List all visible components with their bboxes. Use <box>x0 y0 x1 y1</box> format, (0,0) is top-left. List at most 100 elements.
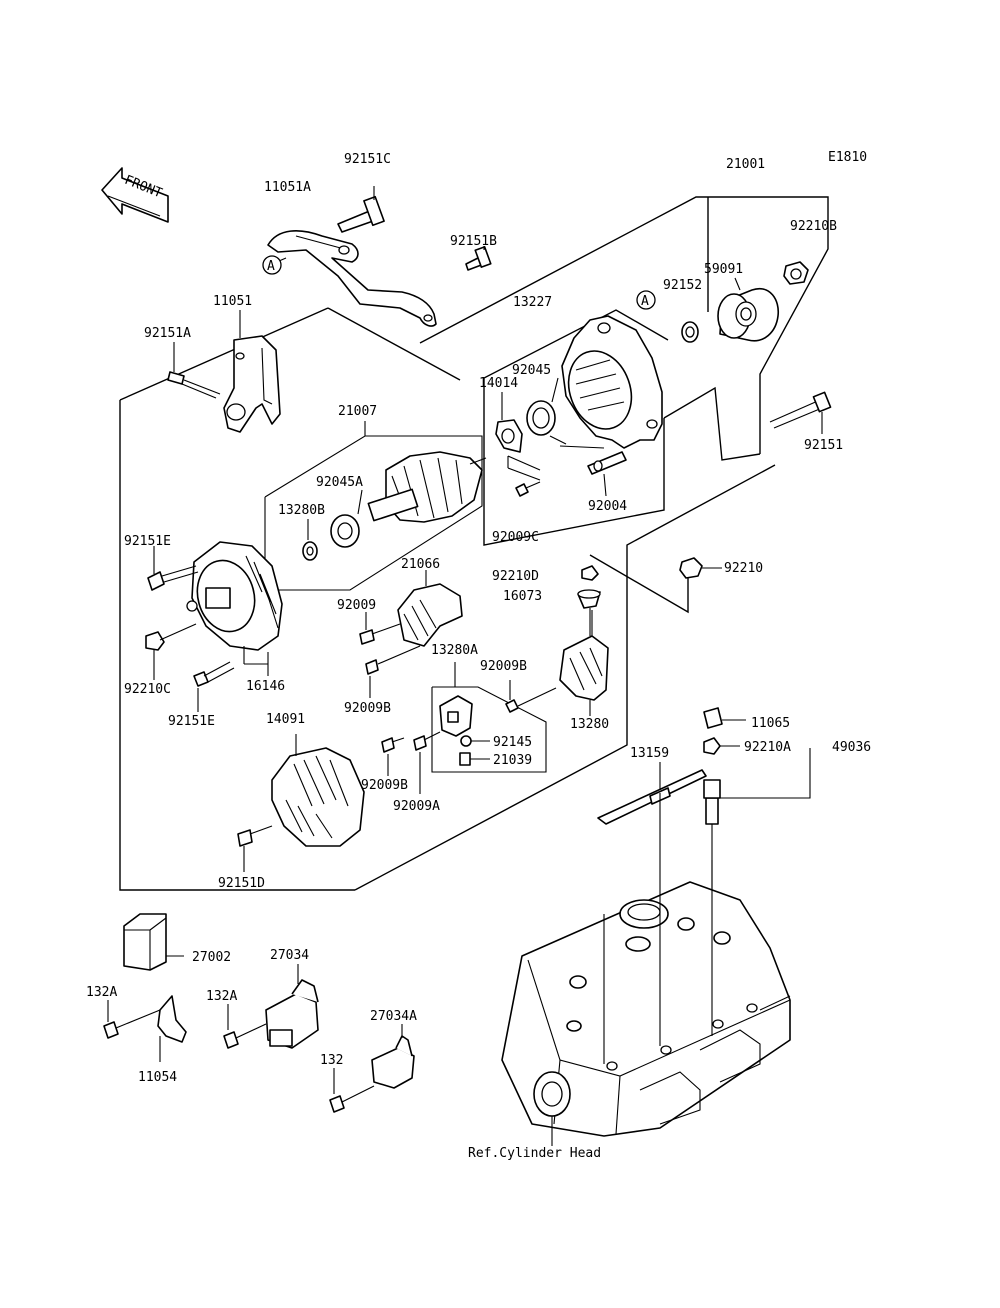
screw-92009A <box>413 731 441 794</box>
label-92151C: 92151C <box>344 152 391 167</box>
front-housing-13227: A <box>549 290 663 449</box>
bracket-11054 <box>157 995 187 1062</box>
bracket-11051 <box>223 310 281 433</box>
label-11051: 11051 <box>213 294 252 309</box>
relay-27034 <box>265 964 319 1049</box>
label-14091: 14091 <box>266 712 305 727</box>
label-27034: 27034 <box>270 948 309 963</box>
label-92210B: 92210B <box>790 219 837 234</box>
label-92151A: 92151A <box>144 326 191 341</box>
label-92210A: 92210A <box>744 740 791 755</box>
bearing-92045 <box>526 377 559 436</box>
relay-27002 <box>123 913 184 971</box>
rotor-21007 <box>367 451 487 523</box>
brush-holder-13280A <box>439 695 473 737</box>
label-92151: 92151 <box>804 438 843 453</box>
label-cylinder-head-ref: Ref.Cylinder Head <box>468 1146 601 1161</box>
label-92152: 92152 <box>663 278 702 293</box>
label-14014: 14014 <box>479 376 518 391</box>
assembly-21001-outline <box>119 196 829 891</box>
terminal-11065 <box>703 707 746 729</box>
bolt-92151B <box>465 246 492 271</box>
brush-holder-box <box>431 662 547 773</box>
cylinder-head-reference <box>501 793 791 1146</box>
label-13280: 13280 <box>570 717 609 732</box>
bolt-92151C <box>337 186 385 233</box>
label-92009: 92009 <box>337 598 376 613</box>
pulley-59091 <box>717 277 779 342</box>
screw-92009B-mid <box>365 645 421 698</box>
nut-92210 <box>679 557 722 579</box>
cover-14091 <box>271 734 365 847</box>
bolt-92151D <box>237 825 273 872</box>
bolt-132 <box>329 1068 375 1113</box>
label-92009B-right: 92009B <box>480 659 527 674</box>
retainer-14014 <box>495 392 541 481</box>
regulator-21066 <box>397 570 463 647</box>
label-92151D: 92151D <box>218 876 265 891</box>
label-92210D: 92210D <box>492 569 539 584</box>
bolt-92151 <box>769 391 832 434</box>
label-21039: 21039 <box>493 753 532 768</box>
label-132: 132 <box>320 1053 343 1068</box>
label-92009B-mid: 92009B <box>344 701 391 716</box>
label-92009B-low: 92009B <box>361 778 408 793</box>
label-16073: 16073 <box>503 589 542 604</box>
label-11051A: 11051A <box>264 180 311 195</box>
bearing-92045A <box>330 489 363 548</box>
nut-92210D <box>581 565 599 581</box>
label-13280A: 13280A <box>431 643 478 658</box>
label-49036: 49036 <box>832 740 871 755</box>
label-92151E-top: 92151E <box>124 534 171 549</box>
stud-92004 <box>587 451 627 497</box>
bolt-92151A <box>167 342 221 399</box>
label-92045: 92045 <box>512 363 551 378</box>
screw-92009B-right <box>505 680 519 713</box>
rear-housing-16146 <box>186 541 283 676</box>
label-92151B: 92151B <box>450 234 497 249</box>
connector-13159 <box>597 769 707 825</box>
nut-92210A <box>703 737 740 755</box>
screw-92009 <box>359 612 401 645</box>
label-27034A: 27034A <box>370 1009 417 1024</box>
label-21001: 21001 <box>726 157 765 172</box>
callout-a-left: A <box>267 259 275 274</box>
label-13159: 13159 <box>630 746 669 761</box>
cap-16073 <box>577 589 601 636</box>
part-labels: 92151C 11051A 21001 92151B 92210B 59091 … <box>86 152 871 1161</box>
label-92045A: 92045A <box>316 475 363 490</box>
bolt-92151E-bottom <box>193 661 235 712</box>
label-11065: 11065 <box>751 716 790 731</box>
nut-92210C <box>145 623 197 680</box>
label-132A-mid: 132A <box>206 989 237 1004</box>
brush-21039 <box>459 752 490 766</box>
spring-92145 <box>460 735 490 747</box>
collar-92152 <box>681 321 699 343</box>
label-92004: 92004 <box>588 499 627 514</box>
adjusting-bracket-11051A: A <box>262 230 437 327</box>
label-16146: 16146 <box>246 679 285 694</box>
label-92009A: 92009A <box>393 799 440 814</box>
label-59091: 59091 <box>704 262 743 277</box>
label-13280B: 13280B <box>278 503 325 518</box>
label-92009C: 92009C <box>492 530 539 545</box>
bolt-132A-left <box>103 1000 161 1039</box>
screw-92009C <box>515 481 541 497</box>
screw-92009B-low <box>381 737 405 776</box>
label-27002: 27002 <box>192 950 231 965</box>
label-92210C: 92210C <box>124 682 171 697</box>
rectifier-13280 <box>517 610 609 716</box>
label-21007: 21007 <box>338 404 377 419</box>
label-92210: 92210 <box>724 561 763 576</box>
bolt-92151E-top <box>147 546 199 591</box>
bolt-132A-mid <box>223 1004 267 1049</box>
label-92145: 92145 <box>493 735 532 750</box>
label-11054: 11054 <box>138 1070 177 1085</box>
front-arrow-icon: FRONT <box>101 167 169 223</box>
nut-92210B <box>783 261 809 285</box>
washer-13280B <box>302 519 318 561</box>
relay-27034A <box>371 1024 415 1089</box>
label-132A-left: 132A <box>86 985 117 1000</box>
